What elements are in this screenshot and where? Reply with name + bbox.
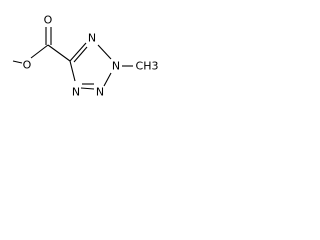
- bond-methyl-ester-oxygen: [12, 60, 23, 64]
- bond-ring-n3-n4-double: [80, 83, 95, 90]
- bond-ring-c5-n1-double: [69, 42, 88, 63]
- bond-carbonyl-double: [45, 27, 52, 45]
- atom-label-ring-n1: N: [88, 32, 96, 45]
- bond-ring-n1-n2: [97, 44, 112, 60]
- atom-label-ester-oxygen: O: [23, 59, 32, 72]
- atom-label-ring-n4: N: [72, 86, 80, 99]
- chemical-structure: O O N N N N CH3: [12, 14, 159, 99]
- bond-ester-oxygen-carbonyl-carbon: [30, 44, 49, 59]
- bond-carbonyl-carbon-ring-c5: [47, 44, 71, 62]
- atom-label-ring-n3: N: [96, 86, 104, 99]
- atom-label-ring-n2: N: [112, 60, 120, 73]
- bond-ring-n4-c5: [69, 60, 76, 82]
- atom-label-carbonyl-oxygen: O: [44, 14, 53, 27]
- bond-ring-n2-n3: [103, 72, 112, 87]
- atom-label-n-methyl: CH3: [136, 60, 159, 73]
